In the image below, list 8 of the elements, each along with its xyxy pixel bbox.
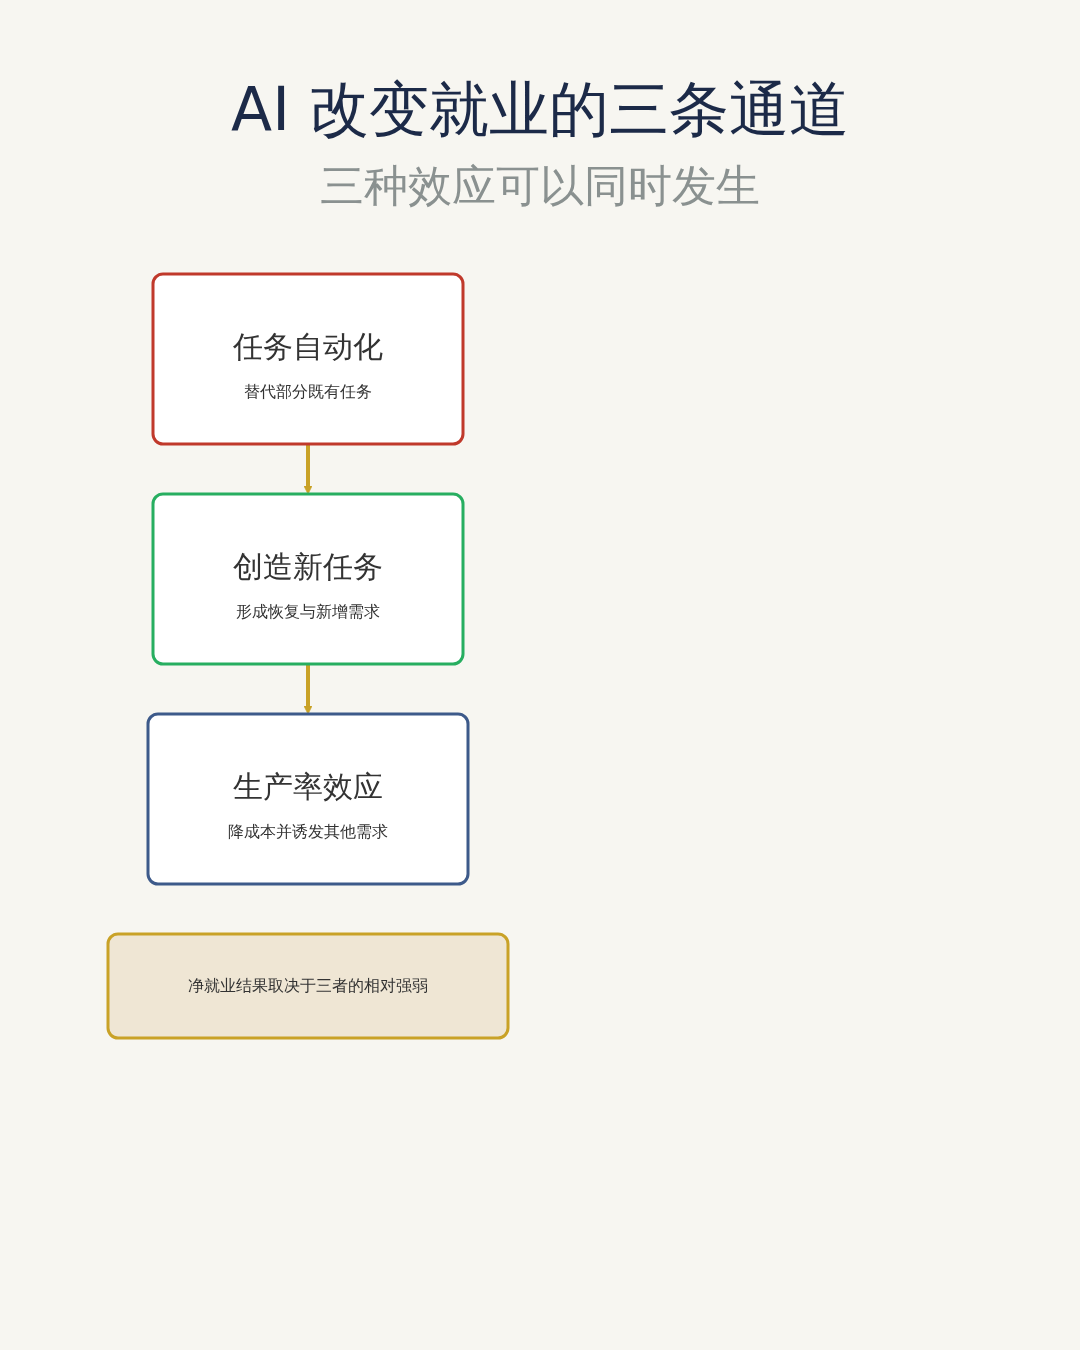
arrow [303,444,313,495]
title: AI 改变就业的三条通道 [230,73,850,146]
node-box: 任务自动化 替代部分既有任务 [151,272,465,446]
node-box: 创造新任务 形成恢复与新增需求 [151,492,465,666]
subtitle: 三种效应可以同时发生 [319,159,761,213]
arrow [303,664,313,715]
node-box: 生产率效应 降成本并诱发其他需求 [146,712,470,886]
node-box: 净就业结果取决于三者的相对强弱 [106,932,510,1040]
